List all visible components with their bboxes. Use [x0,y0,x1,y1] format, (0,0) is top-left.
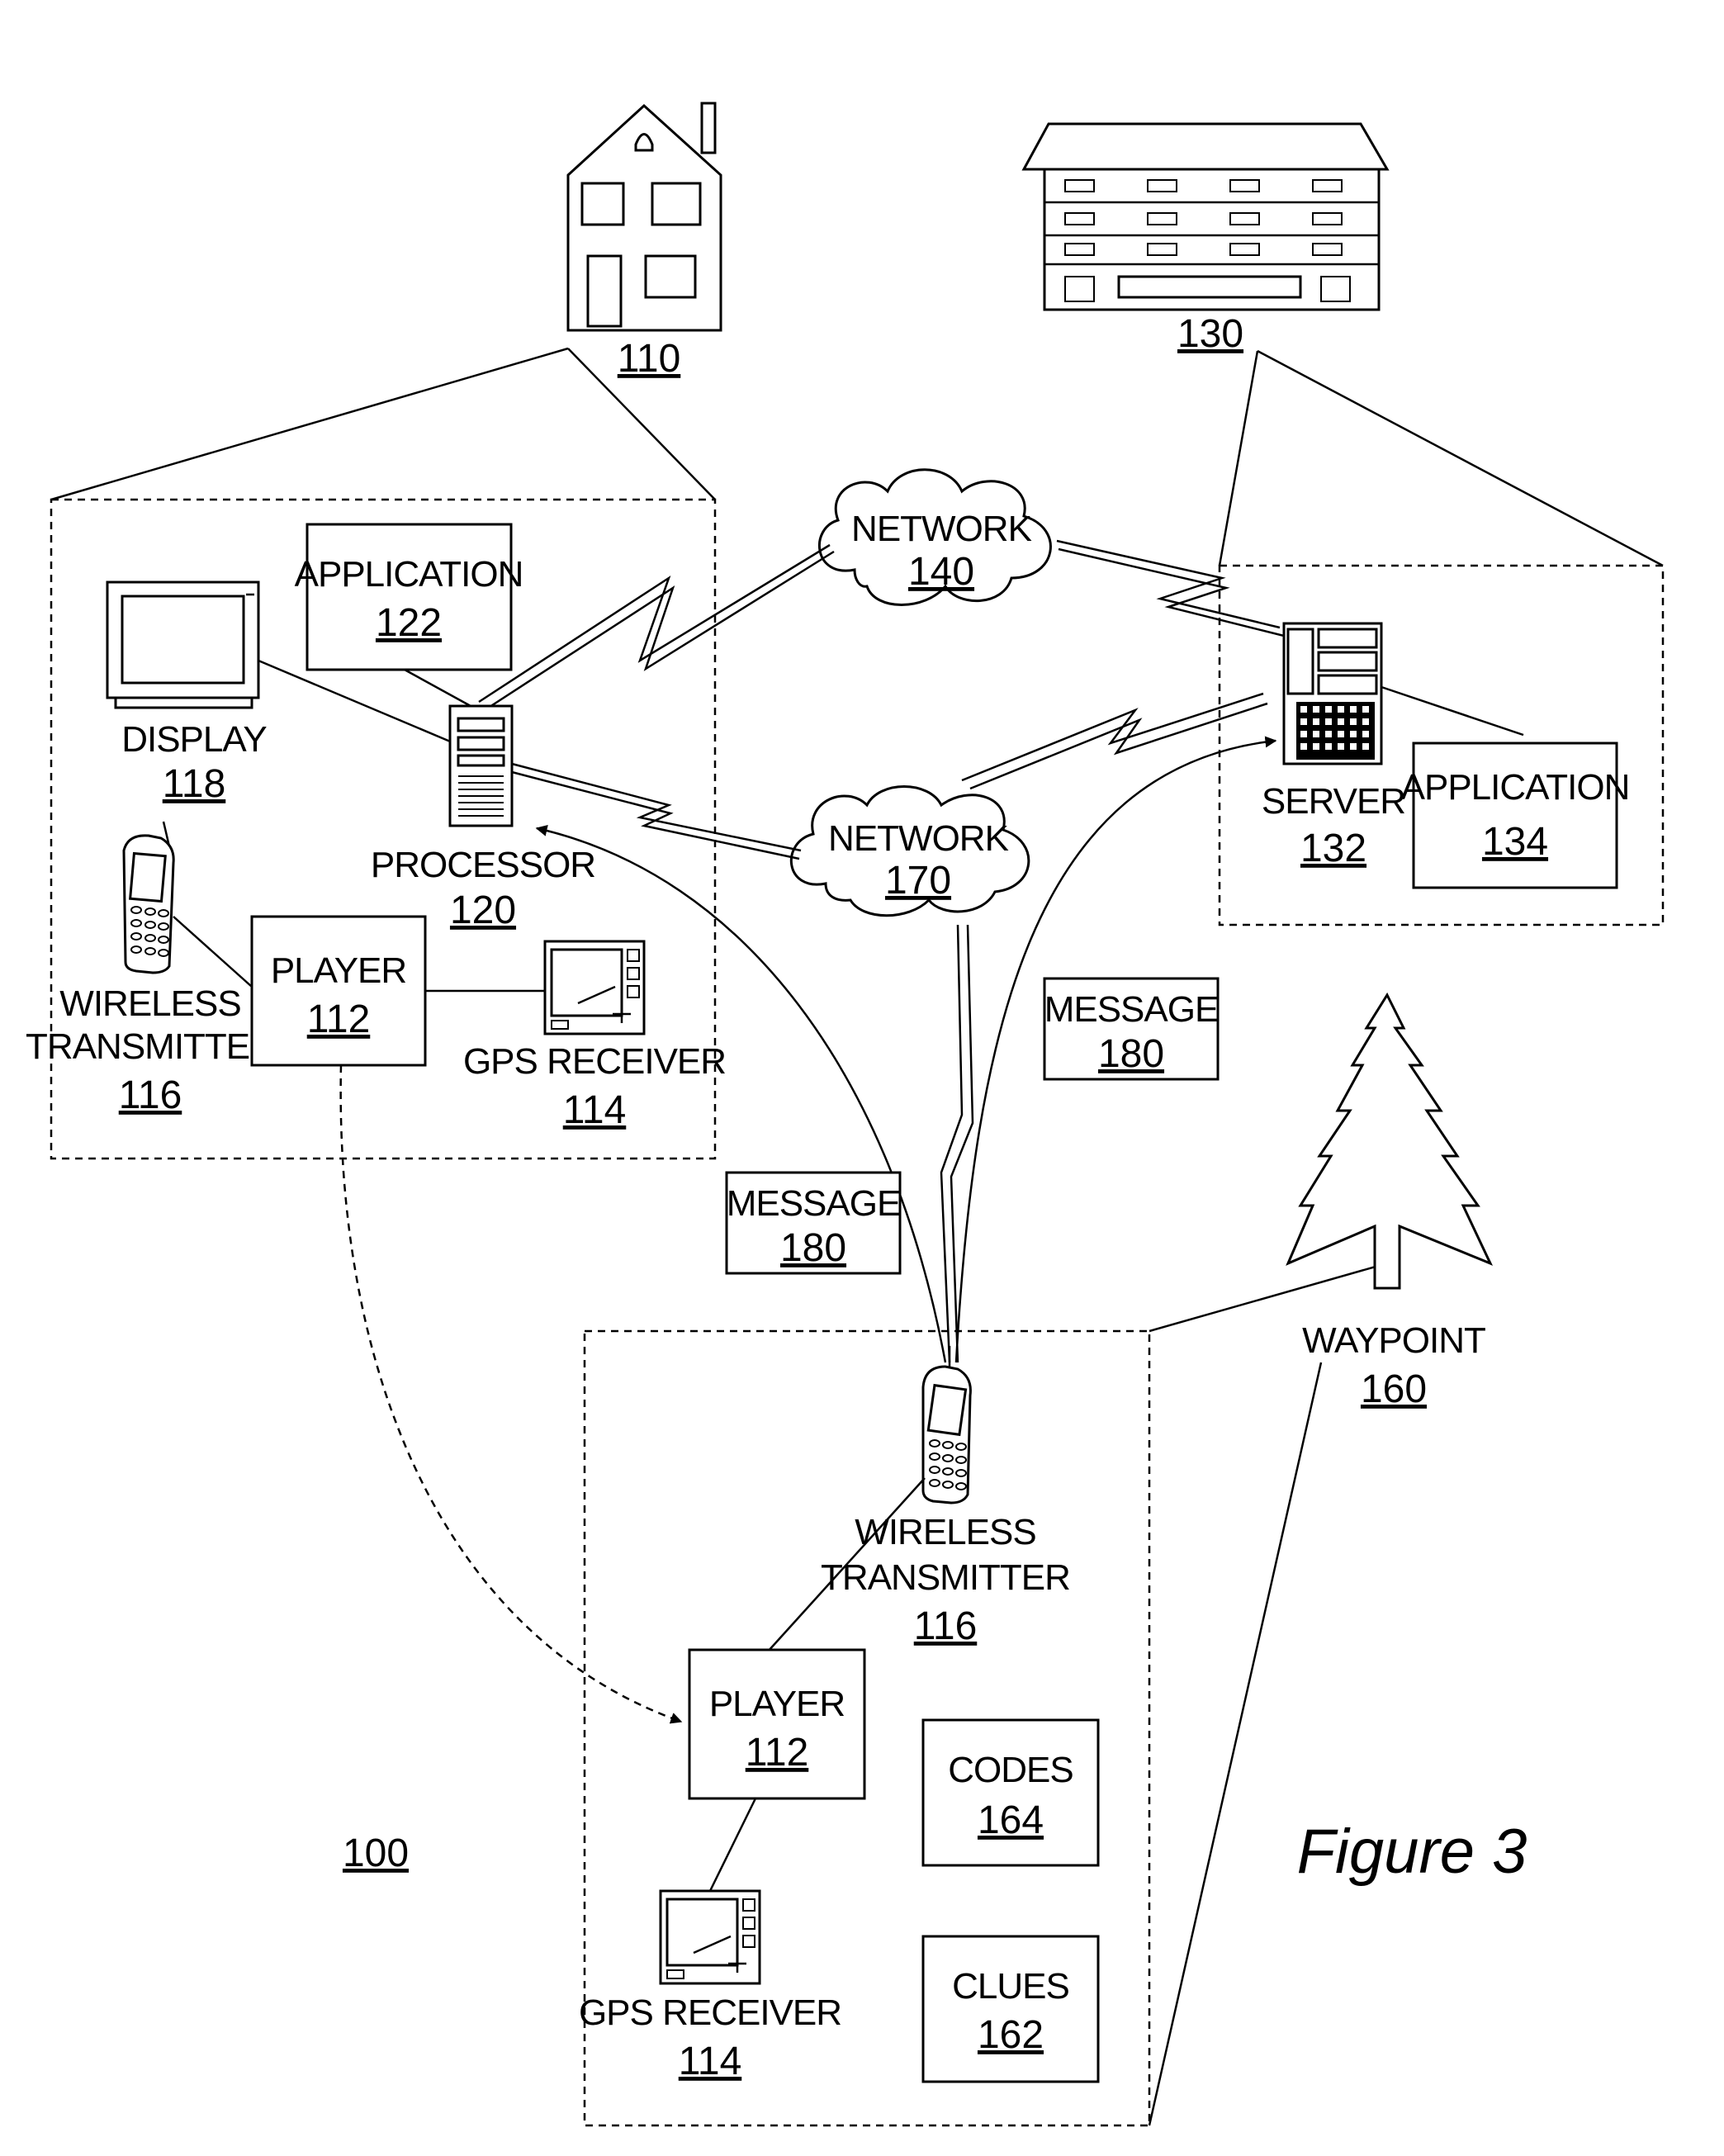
player-home-label: PLAYER [271,950,406,991]
server-icon [1284,623,1381,764]
display-label: DISPLAY [121,719,267,760]
waypoint-label: WAYPOINT [1302,1320,1485,1361]
processor-tower-icon [450,706,512,826]
application-134-ref: 134 [1482,820,1548,864]
player-movement-arrow [341,1065,681,1722]
figure-title: Figure 3 [1297,1817,1527,1887]
wireless-field-label-2: TRANSMITTER [821,1557,1070,1598]
application-134-label: APPLICATION [1401,767,1630,808]
gps-home-label: GPS RECEIVER [463,1041,726,1082]
system-ref: 100 [343,1831,409,1875]
office-building-icon [1024,124,1387,310]
player-home-box [252,917,425,1065]
application-122-box [307,524,511,670]
processor-label: PROCESSOR [371,845,595,885]
link-processor-network170 [512,764,801,851]
clues-label: CLUES [952,1966,1069,2007]
link-network170-transmitter [941,925,962,1362]
message-right-label: MESSAGE [1044,989,1219,1030]
wireless-field-label-1: WIRELESS [855,1512,1035,1552]
codes-ref: 164 [978,1798,1044,1842]
network-170-label: NETWORK [828,818,1009,859]
field-gps-receiver-icon [661,1891,760,1983]
message-right-ref: 180 [1098,1032,1164,1076]
clues-box [923,1936,1098,2082]
link-processor-network140 [479,545,830,702]
server-ref: 132 [1300,827,1366,870]
link-network170-server [962,694,1263,780]
waypoint-ref: 160 [1361,1367,1427,1411]
home-ref: 110 [618,337,681,381]
gps-home-ref: 114 [563,1088,627,1132]
processor-ref: 120 [450,888,516,932]
message-left-ref: 180 [780,1226,846,1270]
player-field-box [689,1650,864,1798]
gps-field-label: GPS RECEIVER [579,1993,841,2033]
gps-receiver-icon [545,941,644,1034]
codes-label: CODES [948,1750,1073,1790]
clues-ref: 162 [978,2013,1044,2057]
network-140-label: NETWORK [851,509,1032,549]
player-field-ref: 112 [746,1731,809,1775]
office-ref: 130 [1177,312,1243,356]
player-field-label: PLAYER [709,1684,845,1724]
wireless-home-ref: 116 [119,1073,182,1117]
application-122-ref: 122 [376,601,442,645]
application-134-box [1414,743,1617,888]
display-monitor-icon [107,582,258,708]
wireless-home-label-1: WIRELESS [59,983,240,1024]
message-left-label: MESSAGE [727,1183,901,1224]
tree-icon [1288,995,1490,1288]
display-ref: 118 [163,762,226,806]
field-wireless-phone-icon [923,1346,970,1503]
wireless-phone-icon [124,822,173,973]
codes-box [923,1720,1098,1865]
server-label: SERVER [1262,781,1405,822]
house-icon [568,103,721,330]
wireless-home-label-2: TRANSMITTER [26,1026,275,1067]
network-170-ref: 170 [885,859,951,903]
link-network140-server [1057,541,1280,628]
player-home-ref: 112 [307,997,371,1041]
network-140-ref: 140 [908,550,974,594]
wireless-field-ref: 116 [914,1604,978,1648]
gps-field-ref: 114 [679,2040,742,2083]
application-122-label: APPLICATION [295,554,523,595]
